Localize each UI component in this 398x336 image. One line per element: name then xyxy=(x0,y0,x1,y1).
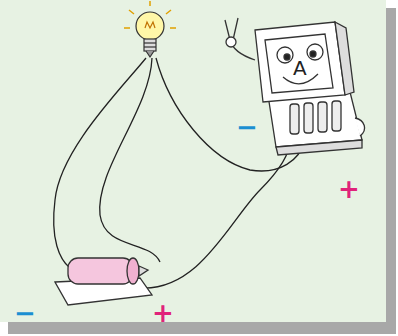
minus-sign: − xyxy=(236,114,258,140)
panel-ground xyxy=(0,0,386,322)
minus-sign: − xyxy=(14,300,36,326)
battery xyxy=(55,258,152,305)
ammeter-computer xyxy=(225,18,365,155)
light-bulb xyxy=(124,1,176,57)
plus-sign: + xyxy=(152,300,174,326)
screen-letter: A xyxy=(293,58,307,78)
plus-sign: + xyxy=(338,176,360,202)
